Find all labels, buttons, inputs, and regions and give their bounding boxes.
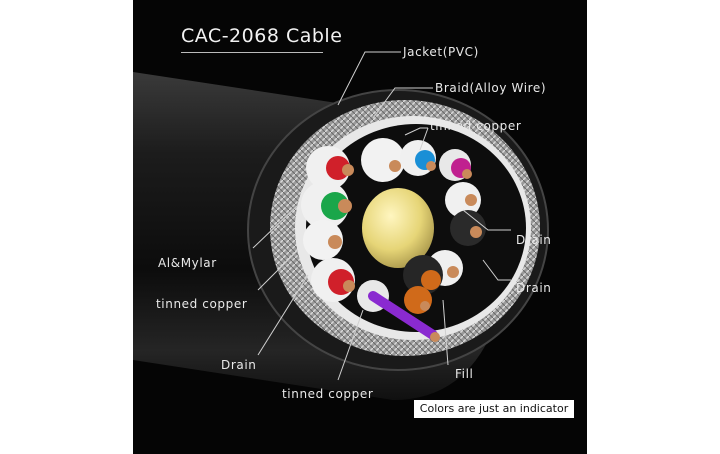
label-drain-right-2: Drain (516, 281, 552, 295)
wire-white-right-1 (445, 182, 481, 218)
label-tinned-copper-top: tinned copper (430, 119, 522, 133)
filler-core (362, 188, 434, 268)
wire-black-lower (403, 255, 443, 295)
page-title: CAC-2068 Cable (181, 25, 343, 47)
diagram-panel: CAC-2068 Cable Jacket(PVC) Braid(Alloy W… (133, 0, 587, 454)
label-jacket: Jacket(PVC) (403, 45, 479, 59)
wire-red-top (306, 146, 354, 190)
label-tinned-copper-left: tinned copper (156, 297, 248, 311)
label-braid: Braid(Alloy Wire) (435, 81, 547, 95)
wire-magenta-top (439, 149, 472, 181)
cable-illustration (133, 51, 549, 400)
label-fill: Fill (455, 367, 474, 381)
wire-blue-top (400, 140, 436, 176)
wire-red-bottom (311, 258, 355, 302)
wire-white-left (303, 220, 343, 260)
wire-purple-bottom (357, 280, 440, 342)
wire-white-top (361, 138, 405, 182)
label-drain-left: Drain (221, 358, 257, 372)
wire-orange-bottom (404, 286, 432, 314)
title-underline (181, 52, 323, 53)
label-tinned-copper-bottom: tinned copper (282, 387, 374, 401)
callout-lines (252, 51, 511, 381)
colors-note: Colors are just an indicator (414, 400, 574, 418)
wire-black-right (450, 210, 486, 246)
label-al-mylar: Al&Mylar (158, 256, 217, 270)
label-drain-right-1: Drain (516, 233, 552, 247)
wire-green (301, 181, 352, 229)
